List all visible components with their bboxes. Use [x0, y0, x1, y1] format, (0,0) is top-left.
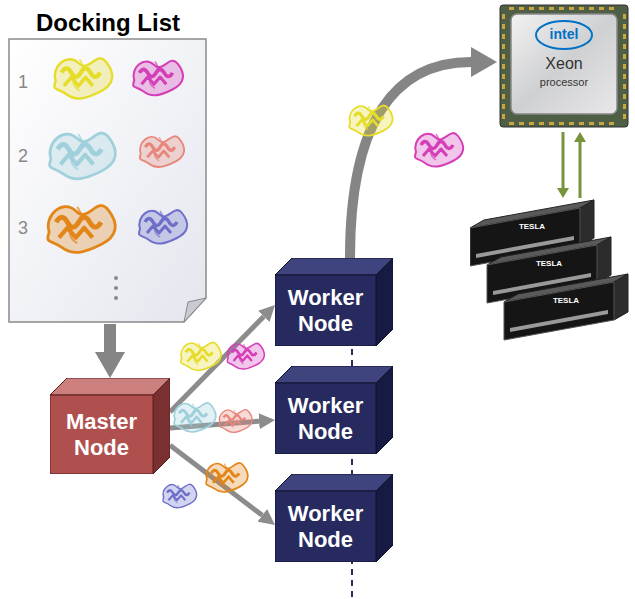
callout-number: 1 — [14, 72, 32, 94]
chip-name: processor — [524, 75, 604, 90]
brand-logo: intel — [542, 26, 586, 44]
flow-arrow — [562, 132, 565, 188]
flow-arrow — [104, 324, 116, 352]
card-label: TESLA — [548, 297, 584, 306]
protein-pair — [163, 463, 248, 508]
docking-list: Docking List 1 2 3 — [8, 8, 208, 324]
callout-number: 2 — [14, 146, 32, 168]
gpu-cards — [470, 198, 633, 348]
callout-number: 3 — [14, 218, 32, 240]
flow-arrow — [350, 62, 471, 258]
protein-pair — [181, 342, 264, 370]
worker-node: Worker Node — [275, 366, 393, 454]
card-label: TESLA — [531, 260, 567, 269]
master-node: Master Node — [50, 378, 170, 474]
chip-name: Xeon — [524, 54, 604, 74]
node-label: Worker Node — [275, 275, 376, 346]
node-label: Worker Node — [275, 383, 376, 454]
document-page — [8, 8, 208, 324]
protein-pair — [349, 106, 463, 167]
node-label: Worker Node — [275, 491, 376, 562]
card-label: TESLA — [514, 223, 550, 232]
xeon-processor: intelXeonprocessor — [497, 2, 631, 132]
protein-pair — [174, 403, 252, 432]
worker-node: Worker Node — [275, 258, 393, 346]
node-label: Master Node — [50, 395, 153, 474]
tesla-gpus: TESLA TESLA TESLA — [470, 198, 633, 348]
flow-arrow — [170, 316, 264, 412]
worker-node: Worker Node — [275, 474, 393, 562]
flow-arrow — [579, 142, 582, 198]
list-title: Docking List — [8, 8, 208, 38]
